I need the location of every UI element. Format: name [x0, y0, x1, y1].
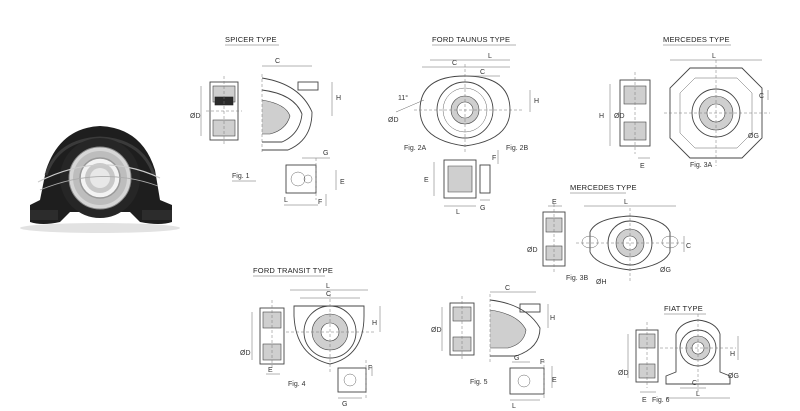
ford-transit-dim-h: H — [372, 320, 377, 327]
fig-5-detail: G E F L — [509, 355, 557, 410]
ford-taunus-front-view: C C L H 11° ØD — [388, 53, 539, 152]
fig-5-dim-h: H — [550, 315, 555, 322]
spicer-front-view: C H — [261, 58, 341, 152]
fig-5-dim-l: L — [512, 403, 516, 410]
ford-taunus-dim-e: E — [424, 177, 429, 184]
ford-taunus-dim-c2: C — [480, 69, 485, 76]
fig-5-dim-e: E — [552, 377, 557, 384]
mercedes-3b-dim-c: C — [686, 243, 691, 250]
fiat-side-section: ØD E — [618, 322, 659, 404]
fig-5-dim-g: G — [514, 355, 519, 362]
mercedes-3b-dim-e: E — [552, 199, 557, 206]
mercedes-dim-c: C — [759, 93, 764, 100]
fiat-dim-c: C — [692, 380, 697, 387]
fig-5-dim-c: C — [505, 285, 510, 292]
mercedes-3b-title: MERCEDES TYPE — [570, 183, 637, 192]
fiat-dim-d: ØD — [618, 370, 629, 377]
fig-6-label: Fig. 6 — [652, 397, 670, 404]
ford-taunus-dim-d: ØD — [388, 117, 399, 124]
fig-3b-label: Fig. 3B — [566, 275, 589, 282]
fig-5-dim-f: F — [540, 359, 544, 366]
ford-taunus-detail: E F G L — [424, 150, 499, 216]
mercedes-3b-dim-g: ØG — [660, 267, 671, 274]
mercedes-side-section: H ØD E — [599, 72, 651, 170]
fiat-title: FIAT TYPE — [664, 304, 703, 313]
fig-5-front-view: C H — [489, 285, 555, 362]
ford-taunus-title: FORD TAUNUS TYPE — [432, 35, 510, 44]
mercedes-3b-section: MERCEDES TYPE E ØD L C ØG ØH F — [527, 183, 691, 286]
spicer-dim-e: E — [340, 179, 345, 186]
ford-transit-detail: F G — [337, 360, 372, 408]
ford-taunus-dim-c: C — [452, 60, 457, 67]
spicer-type-section: SPICER TYPE ØD C H — [190, 35, 345, 206]
spicer-dim-h: H — [336, 95, 341, 102]
mercedes-dim-e: E — [640, 163, 645, 170]
fiat-dim-l: L — [696, 391, 700, 398]
spicer-detail: G E F L — [284, 150, 345, 206]
fig-5-section: ØD C H G E F L Fig. 5 — [431, 285, 557, 410]
ford-taunus-type-section: FORD TAUNUS TYPE C C L H 11° ØD Fig. 2A … — [388, 35, 539, 216]
spicer-dim-l: L — [284, 197, 288, 204]
fig-2a-label: Fig. 2A — [404, 145, 427, 152]
fiat-dim-e: E — [642, 397, 647, 404]
fig-1-label: Fig. 1 — [232, 173, 250, 180]
spicer-dim-f: F — [318, 199, 322, 206]
ford-transit-type-section: FORD TRANSIT TYPE ØD E L C H — [240, 266, 381, 408]
ford-transit-front-view: L C H — [286, 283, 381, 372]
mercedes-3b-dim-l: L — [624, 199, 628, 206]
mercedes-dim-l: L — [712, 53, 716, 60]
ford-transit-dim-f: F — [368, 365, 372, 372]
center-bearing-photo — [20, 126, 180, 233]
spicer-side-section: ØD — [190, 76, 242, 146]
mercedes-dim-h: H — [599, 113, 604, 120]
mercedes-dim-g: ØG — [748, 133, 759, 140]
ford-transit-dim-e: E — [268, 367, 273, 374]
mercedes-dim-d: ØD — [614, 113, 625, 120]
fiat-dim-h: H — [730, 351, 735, 358]
spicer-dim-g: G — [323, 150, 328, 157]
mercedes-3b-dim-h: ØH — [596, 279, 607, 286]
fig-5-dim-d: ØD — [431, 327, 442, 334]
fig-5-side-section: ØD — [431, 296, 475, 360]
ford-taunus-dim-angle: 11° — [398, 94, 408, 102]
mercedes-title: MERCEDES TYPE — [663, 35, 730, 44]
fiat-front-view: H ØG C L — [660, 314, 739, 399]
fiat-dim-g: ØG — [728, 373, 739, 380]
ford-taunus-dim-f: F — [492, 155, 496, 162]
spicer-dim-c: C — [275, 58, 280, 65]
ford-taunus-dim-h: H — [534, 98, 539, 105]
ford-transit-side-section: ØD E — [240, 300, 285, 375]
ford-transit-dim-l: L — [326, 283, 330, 290]
spicer-dim-d: ØD — [190, 113, 201, 120]
fig-3a-label: Fig. 3A — [690, 162, 713, 169]
spicer-type-title: SPICER TYPE — [225, 35, 277, 44]
ford-taunus-dim-g: G — [480, 205, 485, 212]
mercedes-front-view: L C ØG — [664, 53, 770, 166]
fiat-type-section: FIAT TYPE ØD E H ØG C L Fig. 6 — [618, 304, 739, 404]
mercedes-type-section: MERCEDES TYPE H ØD E L C ØG Fi — [599, 35, 770, 170]
mercedes-3b-dim-d: ØD — [527, 247, 538, 254]
ford-transit-dim-d: ØD — [240, 350, 251, 357]
mercedes-3b-side-section: E ØD — [527, 199, 566, 272]
fig-5-label: Fig. 5 — [470, 379, 488, 386]
ford-transit-dim-g: G — [342, 401, 347, 408]
ford-taunus-dim-l: L — [488, 53, 492, 60]
ford-transit-title: FORD TRANSIT TYPE — [253, 266, 333, 275]
fig-2b-label: Fig. 2B — [506, 145, 529, 152]
ford-taunus-dim-l2: L — [456, 209, 460, 216]
ford-transit-dim-c: C — [326, 291, 331, 298]
fig-4-label: Fig. 4 — [288, 381, 306, 388]
mercedes-3b-front-view: L C ØG ØH — [576, 199, 691, 286]
